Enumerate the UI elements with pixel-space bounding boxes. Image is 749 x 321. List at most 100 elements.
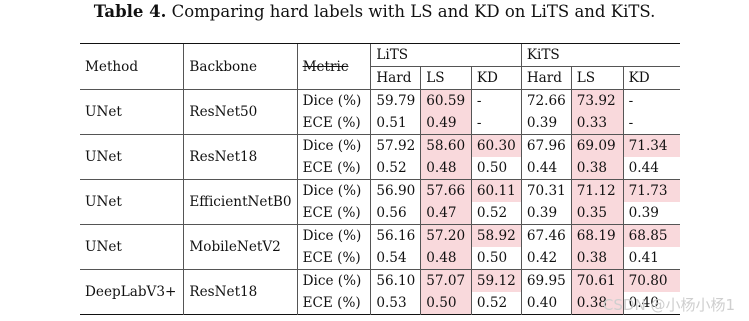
cell-metric: Dice (%) (296, 224, 371, 247)
header-method: Method (80, 43, 184, 90)
cell-value: 73.92 (570, 89, 624, 112)
header-dataset-lits: LiTS (370, 43, 522, 67)
watermark: CSDN @小杨小杨1 (602, 296, 735, 314)
cell-value: 0.33 (570, 112, 624, 135)
cell-value: 58.92 (470, 224, 522, 247)
cell-value: 0.50 (470, 247, 522, 270)
cell-value: 59.79 (370, 89, 421, 112)
cell-value: 71.34 (622, 134, 680, 157)
cell-backbone: ResNet18 (183, 134, 298, 180)
cell-value: 0.56 (370, 202, 421, 225)
cell-value: 0.38 (570, 247, 624, 270)
cell-value: 70.61 (570, 269, 624, 292)
header-metric-label: Metric (302, 58, 349, 75)
cell-metric: Dice (%) (296, 179, 371, 202)
cell-value: 0.44 (622, 157, 680, 180)
cell-value: 0.40 (622, 292, 680, 315)
header-sub-lits-hard: Hard (370, 66, 421, 90)
cell-value: - (622, 89, 680, 112)
header-backbone: Backbone (183, 43, 298, 90)
cell-method: UNet (80, 89, 184, 135)
cell-value: - (470, 112, 522, 135)
cell-value: 0.39 (520, 202, 572, 225)
cell-value: 71.73 (622, 179, 680, 202)
cell-metric: Dice (%) (296, 269, 371, 292)
cell-metric: ECE (%) (296, 112, 371, 135)
header-sub-kits-ls: LS (570, 66, 624, 90)
cell-value: 0.47 (420, 202, 472, 225)
cell-value: 57.92 (370, 134, 421, 157)
cell-value: 0.53 (370, 292, 421, 315)
cell-backbone: MobileNetV2 (183, 224, 298, 270)
header-sub-lits-kd: KD (470, 66, 522, 90)
cell-metric: Dice (%) (296, 134, 371, 157)
header-sub-kits-kd: KD (622, 66, 680, 90)
cell-value: - (470, 89, 522, 112)
cell-method: UNet (80, 134, 184, 180)
results-table: Method Backbone Metric LiTS KiTS Hard LS… (80, 43, 680, 315)
cell-value: 70.31 (520, 179, 572, 202)
cell-backbone: ResNet18 (183, 269, 298, 315)
cell-metric: ECE (%) (296, 247, 371, 270)
cell-value: 67.46 (520, 224, 572, 247)
cell-value: 0.39 (520, 112, 572, 135)
cell-metric: ECE (%) (296, 157, 371, 180)
cell-value: 0.40 (520, 292, 572, 315)
cell-value: 0.38 (570, 292, 624, 315)
cell-value: 0.52 (370, 157, 421, 180)
cell-value: 67.96 (520, 134, 572, 157)
cell-value: 68.85 (622, 224, 680, 247)
caption-label: Table 4. (93, 2, 167, 21)
cell-value: 0.48 (420, 247, 472, 270)
cell-value: 56.10 (370, 269, 421, 292)
cell-value: 58.60 (420, 134, 472, 157)
header-dataset-kits: KiTS (520, 43, 680, 67)
cell-value: 69.09 (570, 134, 624, 157)
cell-value: 0.50 (470, 157, 522, 180)
cell-value: 0.48 (420, 157, 472, 180)
header-sub-lits-ls: LS (420, 66, 472, 90)
cell-method: DeepLabV3+ (80, 269, 184, 315)
cell-value: 0.41 (622, 247, 680, 270)
cell-value: 57.20 (420, 224, 472, 247)
cell-metric: ECE (%) (296, 202, 371, 225)
cell-backbone: EfficientNetB0 (183, 179, 298, 225)
cell-value: 57.07 (420, 269, 472, 292)
cell-value: 56.90 (370, 179, 421, 202)
cell-value: 60.30 (470, 134, 522, 157)
cell-value: 0.54 (370, 247, 421, 270)
cell-value: 0.49 (420, 112, 472, 135)
cell-value: 0.42 (520, 247, 572, 270)
cell-value: 60.59 (420, 89, 472, 112)
cell-value: 0.52 (470, 292, 522, 315)
caption-text: Comparing hard labels with LS and KD on … (166, 2, 656, 21)
header-row-1: Method Backbone Metric LiTS KiTS (80, 43, 680, 90)
cell-method: UNet (80, 224, 184, 270)
cell-value: 72.66 (520, 89, 572, 112)
cell-value: - (622, 112, 680, 135)
cell-value: 69.95 (520, 269, 572, 292)
table-caption: Table 4. Comparing hard labels with LS a… (0, 2, 749, 21)
cell-method: UNet (80, 179, 184, 225)
cell-value: 0.51 (370, 112, 421, 135)
cell-value: 71.12 (570, 179, 624, 202)
cell-metric: ECE (%) (296, 292, 371, 315)
header-sub-kits-hard: Hard (520, 66, 572, 90)
cell-value: 0.44 (520, 157, 572, 180)
cell-metric: Dice (%) (296, 89, 371, 112)
cell-value: 59.12 (470, 269, 522, 292)
cell-value: 70.80 (622, 269, 680, 292)
header-metric: Metric (296, 43, 371, 90)
cell-value: 0.52 (470, 202, 522, 225)
cell-value: 0.50 (420, 292, 472, 315)
cell-value: 56.16 (370, 224, 421, 247)
